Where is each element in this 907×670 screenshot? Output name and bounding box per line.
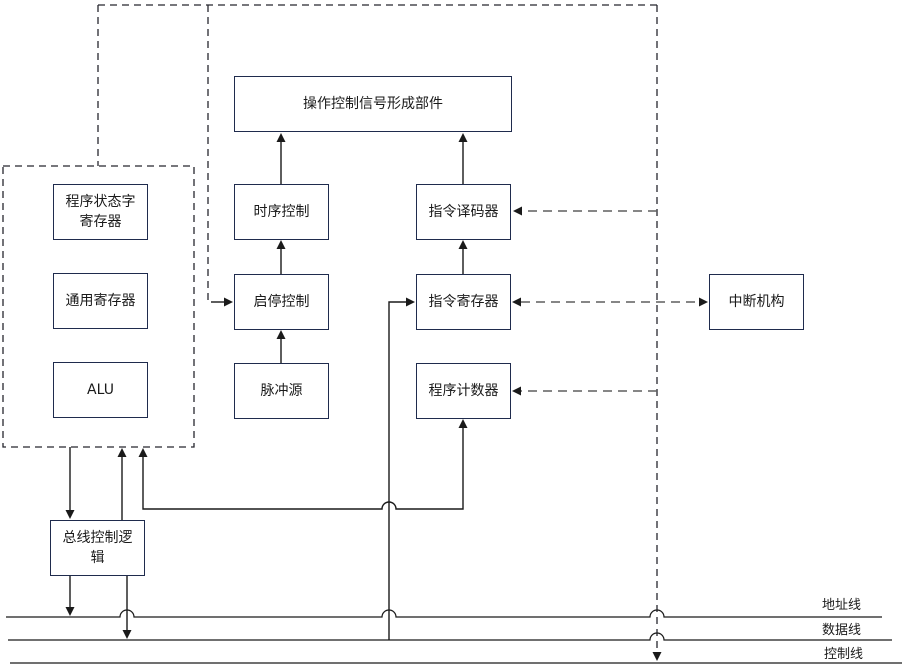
arrowhead-up-opctrl-right — [458, 133, 468, 142]
arrowhead-down-addressbus — [65, 607, 75, 616]
box-label: 指令译码器 — [428, 203, 499, 220]
box-label: 中断机构 — [728, 293, 785, 310]
box-pulse-source: 脉冲源 — [234, 363, 329, 419]
wire-internal-bus-to-pc-and-registers — [142, 428, 464, 510]
arrowhead-left-ir — [512, 297, 521, 307]
arrowhead-right-startstop — [224, 297, 233, 307]
solid-signal-lines — [69, 142, 464, 640]
box-instruction-decoder: 指令译码器 — [416, 184, 511, 240]
arrowhead-up-register-box-b — [117, 448, 127, 457]
arrowhead-right-ir — [406, 297, 415, 307]
box-label: 时序控制 — [253, 203, 310, 220]
arrowhead-down-databus — [122, 630, 132, 639]
box-general-register: 通用寄存器 — [53, 273, 148, 329]
box-operation-control-signal-former: 操作控制信号形成部件 — [234, 76, 512, 132]
box-label: 操作控制信号形成部件 — [303, 95, 443, 112]
arrowhead-down-busctl — [65, 510, 75, 519]
box-label: ALU — [87, 381, 114, 398]
arrowhead-left-pc — [512, 386, 521, 396]
arrowhead-up-decoder — [458, 240, 468, 249]
box-interrupt-mechanism: 中断机构 — [709, 274, 804, 330]
box-alu: ALU — [53, 362, 148, 418]
box-label: 程序计数器 — [428, 382, 499, 399]
arrowhead-up-opctrl-left — [276, 133, 286, 142]
register-group-dashed-box — [2, 165, 195, 448]
box-timing-control: 时序控制 — [234, 184, 329, 240]
cpu-dashed-boundary — [97, 4, 658, 652]
box-bus-control-logic: 总线控制逻辑 — [50, 520, 145, 576]
arrowheads — [65, 133, 708, 661]
control-bus-label: 控制线 — [824, 647, 864, 662]
box-label: 脉冲源 — [260, 382, 303, 399]
dashed-signal-lines — [521, 210, 698, 392]
box-label: 启停控制 — [253, 293, 310, 310]
box-start-stop-control: 启停控制 — [234, 274, 329, 330]
arrowhead-right-interrupt — [699, 297, 708, 307]
arrowhead-left-decoder — [513, 206, 522, 216]
box-program-status-word-register: 程序状态字寄存器 — [53, 184, 148, 240]
box-label: 通用寄存器 — [65, 292, 136, 309]
arrowhead-up-timing — [276, 240, 286, 249]
arrowhead-up-register-box-a — [138, 448, 148, 457]
address-bus-label: 地址线 — [822, 598, 862, 613]
wire-databus-to-ir — [388, 301, 406, 640]
box-label: 总线控制逻辑 — [62, 529, 133, 566]
box-program-counter: 程序计数器 — [416, 363, 511, 419]
bus-address-line — [6, 609, 882, 618]
arrowhead-down-controlbus — [652, 652, 662, 661]
arrowhead-up-pc — [458, 419, 468, 428]
box-instruction-register: 指令寄存器 — [416, 274, 511, 330]
arrowhead-up-startstop — [276, 330, 286, 339]
box-label: 指令寄存器 — [428, 293, 499, 310]
box-label: 程序状态字寄存器 — [65, 193, 136, 230]
bus-data-line — [8, 632, 892, 641]
data-bus-label: 数据线 — [822, 623, 862, 638]
